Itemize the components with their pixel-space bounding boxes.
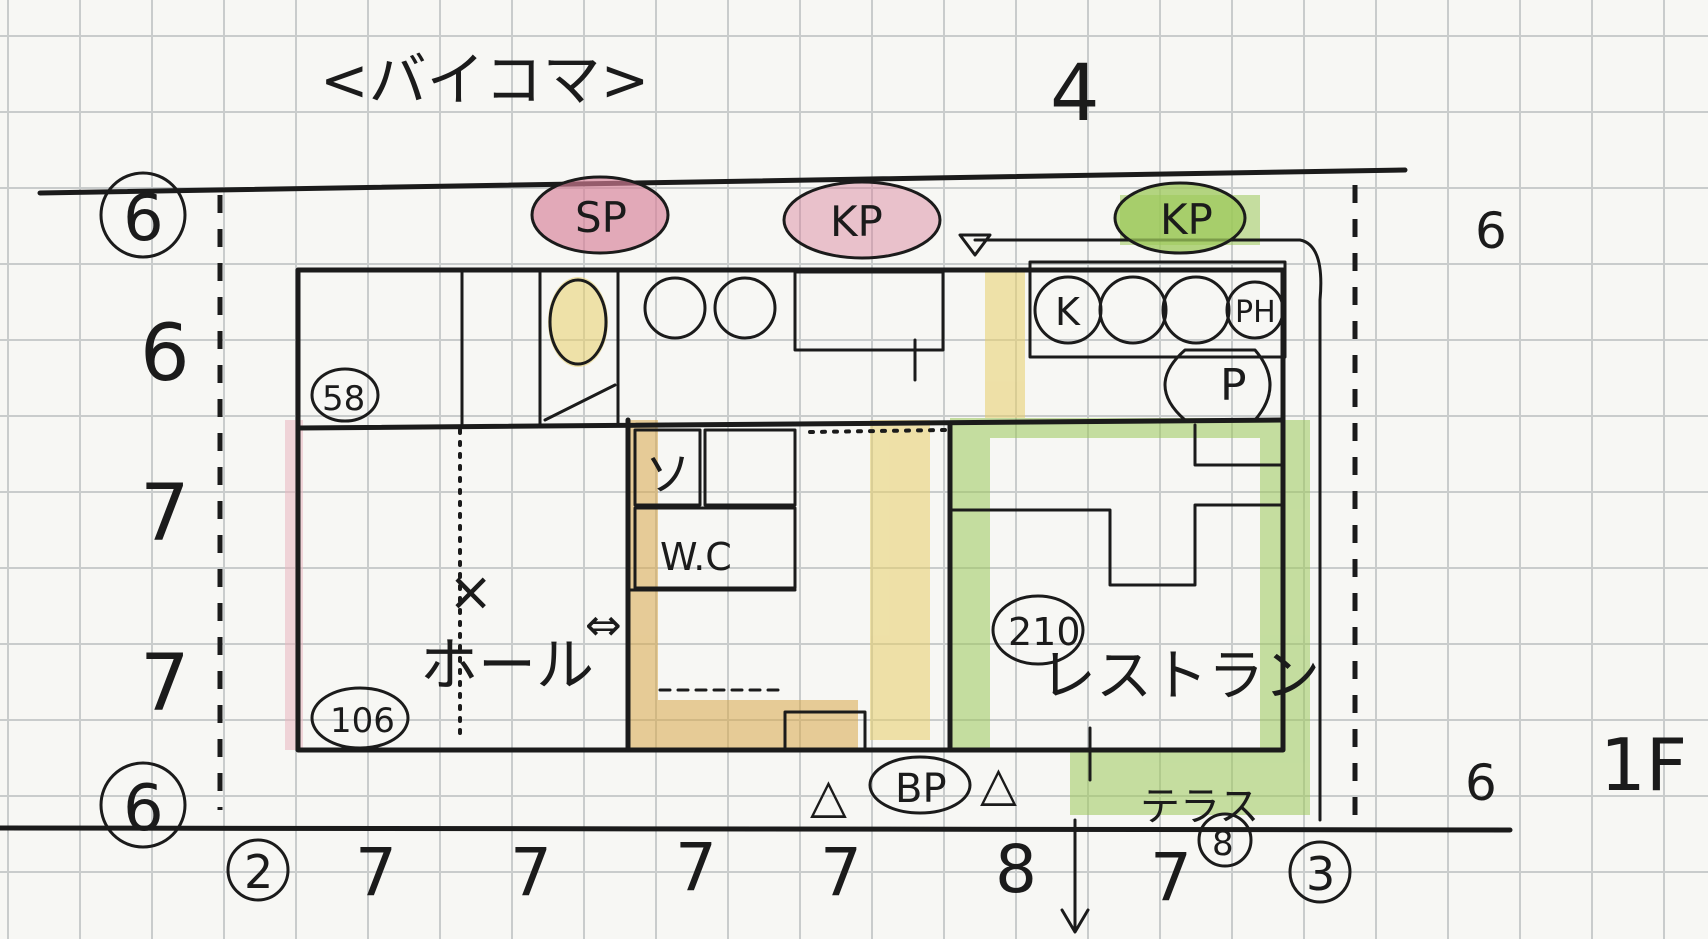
row3-label: 7 — [140, 639, 190, 729]
hall-arrow: ⇔ — [585, 600, 622, 651]
row2-label: 7 — [140, 469, 190, 559]
col-span-6: 7 — [1150, 839, 1192, 916]
bp-badge — [868, 755, 972, 815]
area-210-circle — [991, 594, 1085, 666]
ph-circle — [1225, 280, 1285, 340]
small-circle-mark — [1197, 812, 1253, 868]
col-span-4: 7 — [820, 834, 862, 911]
area-58-circle — [310, 367, 380, 423]
hall-x-mark: × — [448, 560, 493, 623]
col-circle-start — [226, 838, 290, 902]
circle-2 — [1098, 275, 1168, 345]
corridor-yellow-wash — [870, 420, 930, 740]
orange-wash-left — [628, 420, 658, 750]
ph-circle-label: PH — [1235, 295, 1276, 330]
row1-label: 6 — [140, 309, 190, 399]
site-boundary-top — [37, 167, 1408, 196]
floor-label: 1F — [1600, 723, 1687, 807]
sp-badge — [530, 175, 670, 255]
triangle-mark-1: △ — [810, 768, 847, 824]
row-circle-top — [99, 171, 187, 259]
restaurant-inner-box — [1193, 423, 1285, 467]
restaurant-area-label: 210 — [1008, 610, 1081, 654]
hall-label: ホール — [420, 631, 594, 699]
p-capsule — [1163, 348, 1272, 422]
row-divider-1 — [295, 417, 1286, 431]
area-106-circle — [310, 686, 410, 750]
top-tank-symbol — [958, 233, 992, 257]
kp-green-badge-label: KP — [1160, 195, 1213, 244]
wc-label: W.C — [660, 535, 732, 579]
orange-wash-bottom — [628, 700, 858, 750]
small-circle-label: 8 — [1212, 824, 1234, 864]
site-boundary-bottom — [0, 825, 1513, 833]
corridor-dotted-line — [808, 428, 947, 434]
circle-3 — [1161, 275, 1231, 345]
row-bottom-setback-circle-label: 6 — [123, 772, 164, 846]
restaurant-inner-partition — [948, 503, 1285, 587]
hall-area-label: 106 — [330, 701, 395, 741]
restaurant-label: レストラン — [1040, 644, 1320, 709]
col-span-3: 7 — [675, 829, 717, 906]
col-start-label: 2 — [244, 845, 273, 899]
kp-green-badge — [1113, 181, 1247, 255]
col-span-1: 7 — [355, 834, 397, 911]
entrance-arrow — [1060, 818, 1090, 934]
col-circle-end — [1288, 840, 1352, 904]
toilet-room-top — [793, 270, 945, 352]
small-room-2 — [703, 428, 797, 507]
terrace-label: テラス — [1140, 784, 1259, 830]
kp-top-badge — [782, 180, 942, 260]
col-span-2: 7 — [510, 834, 552, 911]
bp-badge-label: BP — [895, 766, 947, 812]
triangle-mark-2: △ — [980, 756, 1017, 812]
small-room-1 — [633, 428, 702, 507]
k-circle-label: K — [1055, 290, 1081, 334]
bottom-small-room — [783, 710, 867, 752]
outer-path-line — [973, 238, 1323, 822]
small-kana-label: ソ — [645, 447, 691, 501]
restaurant-green-wash — [950, 420, 990, 750]
right-bottom-label: 6 — [1465, 754, 1497, 812]
yellow-circle-wash — [548, 277, 608, 367]
p-capsule-label: P — [1220, 360, 1247, 411]
row-circle-bottom — [99, 761, 187, 849]
circle-yellow-outline — [548, 278, 608, 366]
circle-item-2 — [713, 276, 777, 340]
col-end-label: 3 — [1306, 847, 1335, 901]
stair-diagonal — [543, 383, 617, 422]
north-label: 4 — [1050, 49, 1100, 139]
terrace-green-wash — [1070, 750, 1310, 815]
color-washes — [285, 195, 1310, 815]
sp-badge-label: SP — [575, 193, 627, 242]
room-58-label: 58 — [322, 379, 365, 419]
kp-top-badge-label: KP — [830, 197, 883, 246]
circle-row-frame — [1028, 260, 1287, 359]
row-top-setback-circle-label: 6 — [123, 182, 164, 256]
col-span-5: 8 — [995, 831, 1037, 908]
wc-room — [633, 506, 797, 590]
right-top-label: 6 — [1475, 202, 1507, 260]
plan-title: <バイコマ> — [320, 46, 649, 114]
corridor-yellow-wash-top — [985, 270, 1025, 420]
circle-item-1 — [643, 276, 707, 340]
